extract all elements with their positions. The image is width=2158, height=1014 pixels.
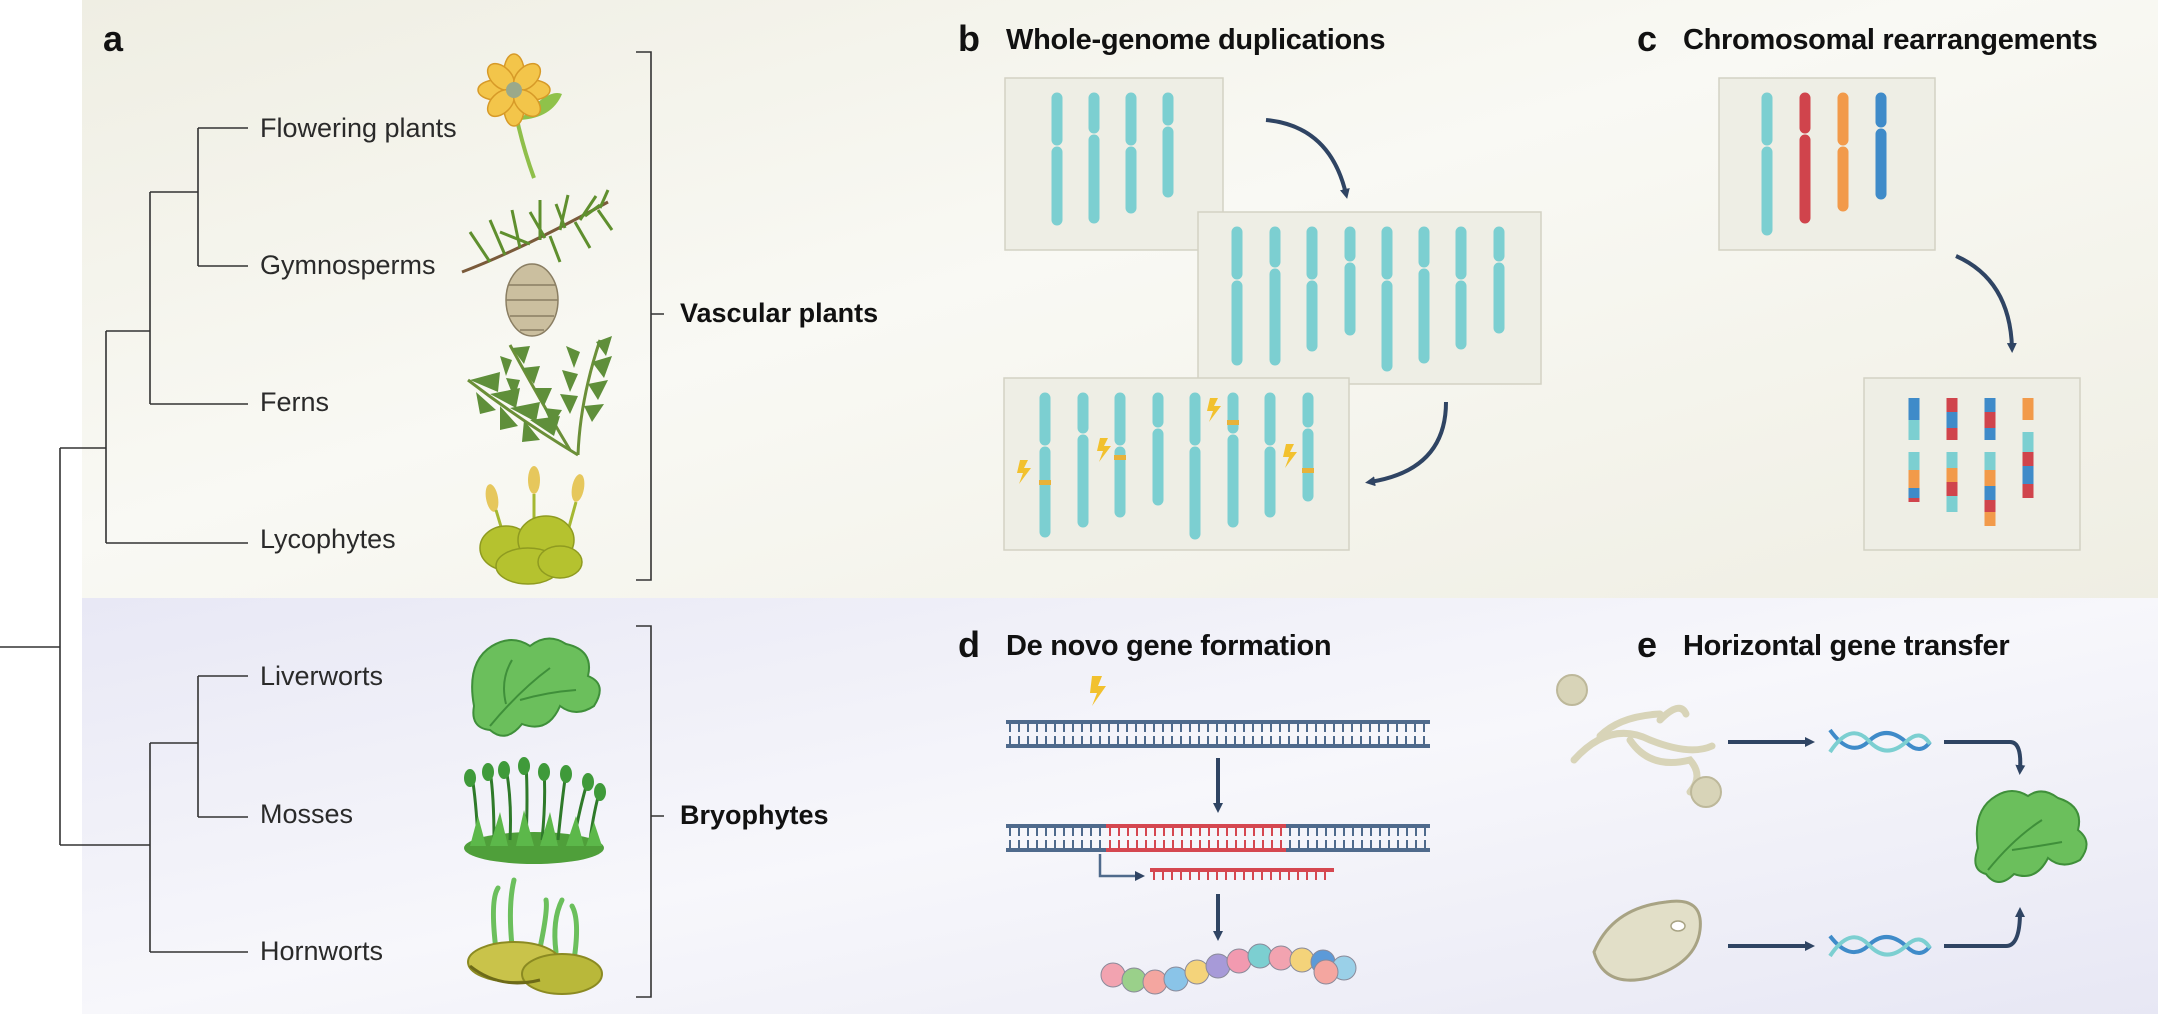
phylogenetic-tree <box>0 127 248 953</box>
fungus-icon <box>1556 674 1722 808</box>
taxon-mosses: Mosses <box>260 799 354 829</box>
taxon-gymnosperms: Gymnosperms <box>260 250 436 280</box>
dna-strand-original <box>1006 720 1430 748</box>
taxon-flowering-plants: Flowering plants <box>260 113 457 143</box>
wgd-diagram <box>1003 77 1542 551</box>
panel-c-letter: c <box>1637 18 1658 59</box>
bacterium-icon <box>1592 899 1702 982</box>
bryophyte-bracket <box>636 625 664 998</box>
lycophyte-icon <box>479 466 585 585</box>
liverwort-icon <box>471 637 601 737</box>
fern-icon <box>467 336 612 457</box>
dna-strand-modified <box>1006 824 1430 852</box>
moss-icon <box>464 757 606 864</box>
taxon-liverworts: Liverworts <box>260 661 384 691</box>
vascular-bracket <box>636 51 664 581</box>
group-vascular-plants: Vascular plants <box>680 298 879 328</box>
panel-d-letter: d <box>958 624 980 665</box>
taxon-lycophytes: Lycophytes <box>260 524 396 554</box>
lightning-icon <box>1017 398 1297 484</box>
group-bryophytes: Bryophytes <box>680 800 829 830</box>
panel-e-title: Horizontal gene transfer <box>1683 630 2010 662</box>
panel-b-title: Whole-genome duplications <box>1006 24 1386 56</box>
dna-helix-icon <box>1828 934 1932 958</box>
panel-a-letter: a <box>103 18 124 59</box>
conifer-icon <box>461 189 614 337</box>
panel-c-title: Chromosomal rearrangements <box>1683 24 2098 56</box>
flower-icon <box>477 53 562 179</box>
de-novo-diagram <box>1006 676 1430 995</box>
panel-e-letter: e <box>1637 624 1658 665</box>
taxon-hornworts: Hornworts <box>260 936 384 966</box>
panel-d-title: De novo gene formation <box>1006 630 1332 662</box>
hgt-diagram <box>1556 674 2088 982</box>
lightning-icon <box>1090 676 1106 706</box>
panel-b-letter: b <box>958 18 980 59</box>
dna-helix-icon <box>1828 728 1932 754</box>
hornwort-icon <box>467 877 603 995</box>
protein-chain <box>1100 943 1357 995</box>
rearrangement-diagram <box>1718 77 2081 551</box>
liverwort-icon <box>1974 790 2088 883</box>
taxon-ferns: Ferns <box>260 387 330 417</box>
